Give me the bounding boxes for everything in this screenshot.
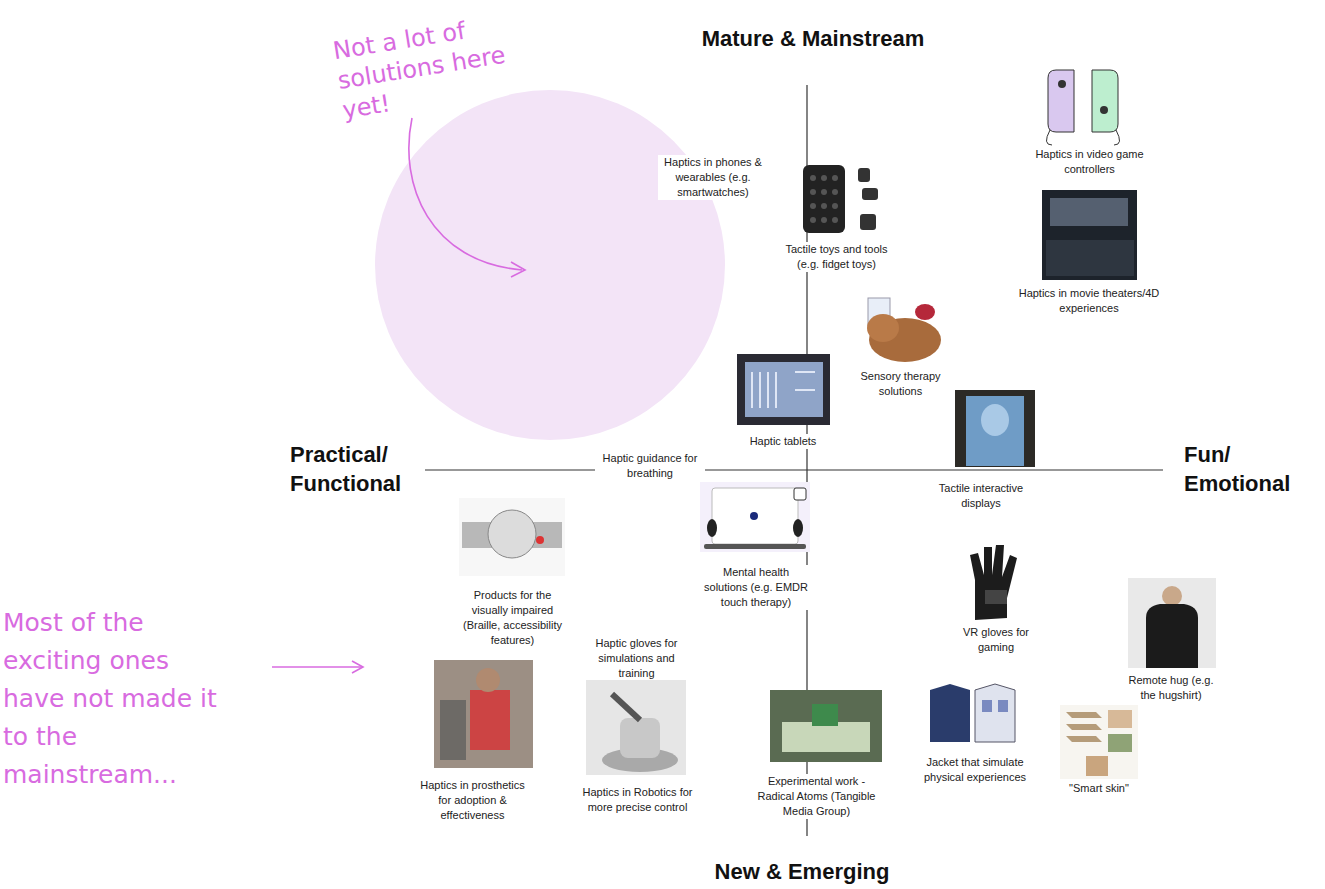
item-caption: "Smart skin" [1049, 781, 1149, 796]
arrow-head [511, 262, 525, 277]
item-caption: Haptics in video game controllers [1027, 147, 1152, 177]
robotics-photo [586, 680, 686, 775]
item-caption: Mental health solutions (e.g. EMDR touch… [700, 565, 812, 610]
item-caption: Experimental work - Radical Atoms (Tangi… [754, 774, 879, 819]
empty-region [375, 90, 725, 440]
item-caption: Jacket that simulate physical experience… [920, 755, 1030, 785]
plush-photo [867, 298, 941, 362]
item-caption: Haptics in Robotics for more precise con… [575, 785, 700, 815]
item-caption: Haptics in phones & wearables (e.g. smar… [658, 155, 768, 200]
callout-arrow [409, 118, 522, 270]
item-caption: Haptic guidance for breathing [595, 451, 705, 481]
controllers-icon [1046, 70, 1119, 145]
watch-photo [459, 498, 565, 576]
jacket-diagram [918, 680, 1032, 750]
item-caption: Haptic tablets [733, 434, 833, 449]
vr-glove-photo [970, 545, 1017, 620]
item-caption: VR gloves for gaming [956, 625, 1036, 655]
hugshirt-photo [1128, 578, 1216, 668]
radical-atoms-photo [770, 690, 882, 762]
axis-label: Practical/ Functional [290, 440, 422, 498]
cinema-photo [1042, 190, 1137, 280]
laptop-icon [700, 482, 810, 552]
item-caption: Haptics in movie theaters/4D experiences [1009, 286, 1169, 316]
item-caption: Haptic gloves for simulations and traini… [589, 636, 684, 681]
arrow-head [352, 661, 363, 673]
callout-arrow [272, 666, 362, 668]
item-caption: Products for the visually impaired (Brai… [455, 588, 570, 648]
smart-skin-figure [1060, 705, 1138, 779]
item-caption: Tactile toys and tools (e.g. fidget toys… [774, 242, 899, 272]
device-icon [803, 165, 878, 233]
axis-label: New & Emerging [672, 857, 932, 886]
axis-label: Fun/ Emotional [1184, 440, 1316, 498]
callout-note: Most of the exciting ones have not made … [3, 604, 218, 794]
axis-label: Mature & Mainstream [680, 24, 946, 53]
item-caption: Tactile interactive displays [926, 481, 1036, 511]
item-caption: Haptics in prosthetics for adoption & ef… [415, 778, 530, 823]
prosthetics-photo [434, 660, 533, 768]
item-caption: Remote hug (e.g. the hugshirt) [1121, 673, 1221, 703]
item-caption: Sensory therapy solutions [853, 369, 948, 399]
tablet-photo [737, 354, 830, 425]
horizontal-axis [425, 469, 1163, 470]
display-photo [955, 390, 1035, 467]
